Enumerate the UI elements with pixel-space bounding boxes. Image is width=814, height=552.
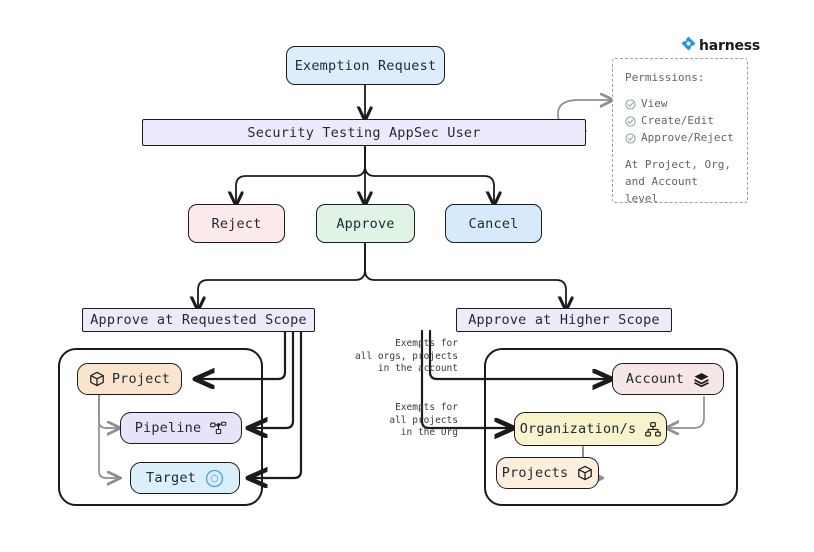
brand-logo: harness <box>681 36 760 55</box>
check-circle-icon <box>625 115 636 127</box>
brand-name: harness <box>699 37 761 54</box>
target-icon <box>205 469 224 488</box>
node-project[interactable]: Project <box>77 363 182 395</box>
layers-icon <box>693 371 710 388</box>
node-target[interactable]: Target <box>130 462 240 494</box>
permission-label-view: View <box>641 97 668 110</box>
permissions-panel: Permissions: View Create/Edit Approve/Re… <box>612 58 748 205</box>
harness-diamond-logo-icon <box>681 36 696 55</box>
node-label: Account <box>625 371 685 387</box>
node-approve-higher-scope[interactable]: Approve at Higher Scope <box>456 308 672 332</box>
pipeline-icon <box>210 421 227 435</box>
org-chart-icon <box>645 421 662 437</box>
cube-icon <box>577 465 593 481</box>
node-account[interactable]: Account <box>612 363 724 395</box>
node-label: Organization/s <box>519 421 637 437</box>
node-approve-requested-scope[interactable]: Approve at Requested Scope <box>82 308 315 332</box>
node-reject[interactable]: Reject <box>188 204 285 243</box>
node-label: Cancel <box>468 215 519 232</box>
node-organizations[interactable]: Organization/s <box>514 412 667 446</box>
node-label: Exemption Request <box>294 57 437 74</box>
check-circle-icon <box>625 98 636 110</box>
permission-item-view: View <box>625 95 735 112</box>
node-cancel[interactable]: Cancel <box>445 204 542 243</box>
permission-label-approve-reject: Approve/Reject <box>641 131 734 144</box>
permission-item-approve-reject: Approve/Reject <box>625 129 735 146</box>
permissions-footer-line2: and Account level <box>625 175 698 205</box>
node-label: Target <box>146 470 196 486</box>
node-exemption-request[interactable]: Exemption Request <box>286 46 445 85</box>
permissions-title: Permissions: <box>625 71 705 84</box>
node-label: Security Testing AppSec User <box>247 124 481 141</box>
annotation-account-note: Exempts for all orgs, projects in the ac… <box>355 338 458 374</box>
node-label: Projects <box>501 465 569 481</box>
check-circle-icon <box>625 132 636 144</box>
permission-label-create-edit: Create/Edit <box>641 114 714 127</box>
node-label: Reject <box>211 215 262 232</box>
permissions-footer-line1: At Project, Org, <box>625 158 731 171</box>
node-pipeline[interactable]: Pipeline <box>120 412 242 444</box>
node-label: Approve at Higher Scope <box>468 312 660 328</box>
node-projects[interactable]: Projects <box>496 457 599 489</box>
node-label: Approve <box>336 215 395 232</box>
annotation-org-note: Exempts for all projects in the Org <box>389 402 458 438</box>
node-appsec-user[interactable]: Security Testing AppSec User <box>142 119 586 146</box>
node-label: Project <box>111 371 171 387</box>
node-label: Approve at Requested Scope <box>90 312 307 328</box>
permission-item-create-edit: Create/Edit <box>625 112 735 129</box>
node-approve[interactable]: Approve <box>316 204 415 243</box>
cube-icon <box>89 371 105 387</box>
node-label: Pipeline <box>134 420 202 436</box>
